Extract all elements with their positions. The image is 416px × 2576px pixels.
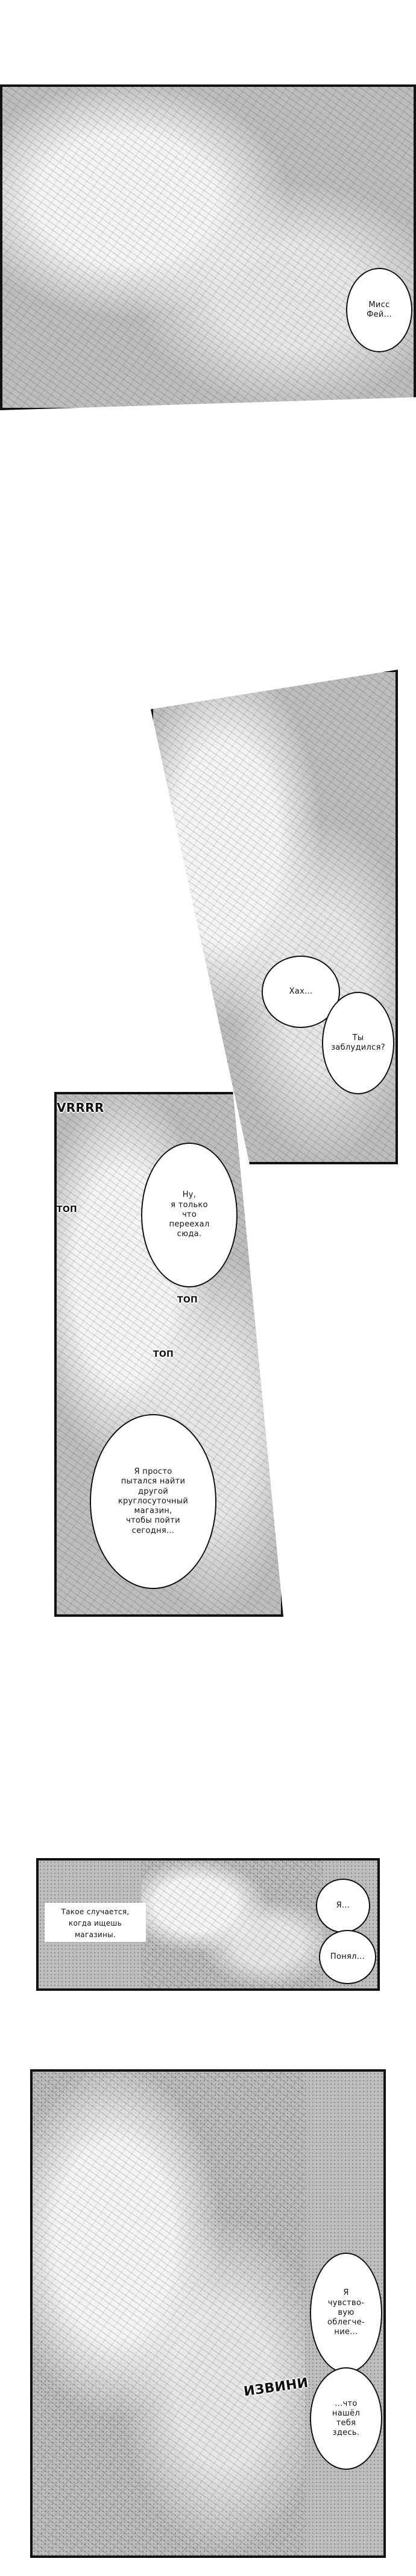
- manga-panel-4: Такое случается, когда ищешь магазины. Я…: [36, 1858, 380, 1991]
- sound-effect: ТОП: [153, 1348, 174, 1360]
- bubble-text: Ну, я только что переехал сюда.: [169, 1190, 210, 1239]
- speech-bubble: Я...: [316, 1879, 370, 1933]
- manga-panel-3: VRRRR ТОП ТОП ТОП Ну, я только что перее…: [54, 1092, 283, 1617]
- panel-4-art: [141, 1861, 323, 1988]
- speech-bubble: Ну, я только что переехал сюда.: [141, 1143, 238, 1287]
- narration-caption: Такое случается, когда ищешь магазины.: [45, 1903, 146, 1942]
- speech-bubble: Я чувство- вую облегче- ние...: [310, 2253, 382, 2373]
- bubble-text: Я...: [336, 1900, 350, 1910]
- bubble-text: Я просто пытался найти другой круглосуто…: [118, 1467, 189, 1535]
- sound-effect: VRRRR: [57, 1100, 104, 1115]
- bubble-text: Я чувство- вую облегче- ние...: [327, 2288, 365, 2337]
- speech-bubble: Мисс Фей...: [346, 268, 412, 352]
- bubble-text: Хах...: [289, 986, 313, 996]
- panel-1-art: [2, 87, 414, 408]
- panel-5-art: [33, 2072, 305, 2555]
- sfx-text: ТОП: [57, 1205, 78, 1214]
- sound-effect: ТОП: [57, 1203, 77, 1216]
- bubble-text: Мисс Фей...: [367, 300, 392, 319]
- sfx-text: ТОП: [153, 1350, 174, 1359]
- caption-text: Такое случается, когда ищешь магазины.: [61, 1908, 130, 1939]
- manga-panel-1: Мисс Фей...: [0, 84, 416, 410]
- bubble-text: Ты заблудился?: [331, 1033, 385, 1052]
- bubble-text: ...что нашёл тебя здесь.: [332, 2399, 361, 2438]
- speech-bubble: ...что нашёл тебя здесь.: [310, 2367, 382, 2470]
- speech-bubble: Ты заблудился?: [322, 992, 394, 1094]
- speech-bubble: Понял...: [319, 1930, 376, 1984]
- manga-panel-2: Хах... Ты заблудился?: [151, 670, 398, 1164]
- bubble-text: Понял...: [330, 1952, 365, 1961]
- sfx-text: VRRRR: [57, 1100, 104, 1115]
- sfx-text: ТОП: [177, 1295, 198, 1305]
- sound-effect: ТОП: [177, 1293, 198, 1306]
- speech-bubble: Я просто пытался найти другой круглосуто…: [90, 1414, 216, 1589]
- manga-panel-5: ИЗВИНИ Я чувство- вую облегче- ние... ..…: [30, 2069, 386, 2558]
